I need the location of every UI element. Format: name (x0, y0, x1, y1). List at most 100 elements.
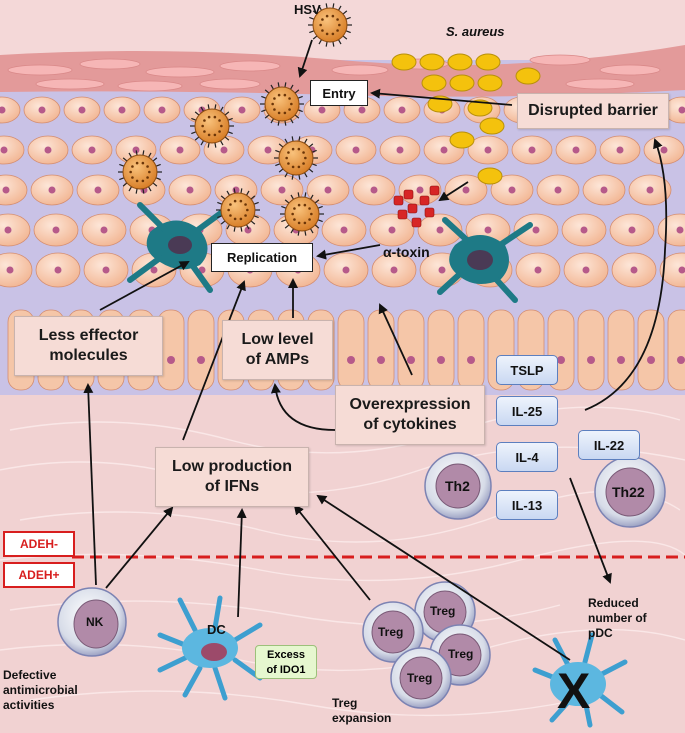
basal-nucleus (557, 356, 565, 364)
hsv-label: HSV (294, 2, 321, 17)
keratinocyte-nucleus (572, 146, 580, 154)
keratinocyte-nucleus (324, 186, 332, 194)
arrows (83, 39, 668, 661)
arrow-overexp-alpha (378, 303, 413, 376)
keratinocyte-nucleus (176, 146, 184, 154)
arrow-pdc-ifn (316, 494, 571, 661)
keratinocyte-nucleus (44, 146, 52, 154)
alpha-toxin-label: α-toxin (383, 244, 430, 260)
basal-nucleus (467, 356, 475, 364)
keratinocyte-nucleus (0, 146, 8, 154)
keratinocyte-nucleus (342, 266, 350, 274)
keratinocyte-nucleus (102, 266, 110, 274)
low-ifn-box: Low production of IFNs (155, 447, 309, 507)
keratinocyte (0, 213, 31, 247)
keratinocyte-nucleus (264, 146, 272, 154)
arrow-less-effector-replication (99, 261, 190, 311)
pdc-x-mark: X (557, 663, 590, 719)
keratinocyte-nucleus (244, 226, 252, 234)
keratinocyte-nucleus (416, 186, 424, 194)
treg-label-1: Treg (430, 604, 456, 618)
keratinocyte-nucleus (94, 186, 102, 194)
excess-ido1-box: Excess of IDO1 (255, 645, 317, 679)
basal-cell (607, 309, 635, 391)
keratinocyte-nucleus (580, 226, 588, 234)
defective-line3: activities (3, 698, 55, 712)
th22-cell (594, 456, 666, 528)
overexpression-box: Overexpression of cytokines (335, 385, 485, 445)
hsv-virion (190, 104, 234, 148)
il22-badge: IL-22 (578, 430, 640, 460)
basal-nucleus (197, 356, 205, 364)
keratinocyte-nucleus (396, 146, 404, 154)
keratinocyte (659, 252, 685, 288)
low-ifn-line1: Low production (172, 458, 292, 475)
arrow-il25-barrier (584, 138, 668, 411)
hsv-virion (308, 3, 352, 47)
less-effector-line2: molecules (49, 347, 128, 364)
adeh-minus-label: ADEH- (3, 531, 75, 557)
keratinocyte-nucleus (582, 266, 590, 274)
il4-badge: IL-4 (496, 442, 558, 472)
keratinocyte-nucleus (440, 146, 448, 154)
keratinocyte-nucleus (436, 226, 444, 234)
basal-cell (577, 309, 605, 391)
arrow-saureus-toxin (438, 181, 469, 202)
treg-label-2: Treg (448, 647, 474, 661)
keratinocyte-nucleus (4, 226, 12, 234)
treg-label-3: Treg (378, 625, 404, 639)
keratinocyte-nucleus (534, 266, 542, 274)
keratinocyte-nucleus (678, 106, 685, 114)
keratinocyte-layer (0, 96, 685, 288)
low-ifn-line2: of IFNs (204, 478, 260, 495)
keratinocyte-nucleus (600, 186, 608, 194)
keratinocyte-nucleus (616, 146, 624, 154)
il25-badge: IL-25 (496, 396, 558, 426)
treg-cluster (362, 581, 491, 709)
defective-line2: antimicrobial (3, 683, 78, 697)
hsv-virion (280, 192, 324, 236)
arrow-barrier-entry (370, 88, 513, 106)
th22-label: Th22 (612, 484, 645, 500)
hsv-virions (118, 3, 352, 236)
basal-cell (457, 309, 485, 391)
keratinocyte-nucleus (676, 226, 684, 234)
keratinocyte-nucleus (150, 266, 158, 274)
hsv-virion (216, 188, 260, 232)
basal-cell (667, 309, 685, 391)
langerhans-cell-left (127, 202, 228, 293)
basal-cell (337, 309, 365, 391)
overexpression-line2: of cytokines (363, 416, 457, 433)
keratinocyte-nucleus (628, 226, 636, 234)
keratinocyte-nucleus (232, 186, 240, 194)
keratinocyte-nucleus (370, 186, 378, 194)
keratinocyte-nucleus (118, 106, 126, 114)
keratinocyte-nucleus (48, 186, 56, 194)
s-aureus-bacteria (391, 53, 541, 185)
basal-cell (637, 309, 665, 391)
keratinocyte-nucleus (220, 146, 228, 154)
arrow-hsv-entry (297, 39, 313, 78)
basal-nucleus (407, 356, 415, 364)
basal-nucleus (677, 356, 685, 364)
reduced-pdc-line1: Reduced (588, 596, 639, 610)
keratinocyte-nucleus (508, 186, 516, 194)
arrow-overexp-amps (270, 383, 336, 431)
keratinocyte-nucleus (52, 226, 60, 234)
il13-badge: IL-13 (496, 490, 558, 520)
basal-nucleus (167, 356, 175, 364)
th2-label: Th2 (445, 478, 470, 494)
keratinocyte-nucleus (132, 146, 140, 154)
nk-cell (57, 587, 127, 657)
basal-cell (187, 309, 215, 391)
treg-label-4: Treg (407, 671, 433, 685)
hsv-virion (274, 136, 318, 180)
arrow-treg-ifn (293, 504, 371, 601)
keratinocyte-nucleus (390, 266, 398, 274)
keratinocyte-nucleus (462, 186, 470, 194)
basal-cell (427, 309, 455, 391)
keratinocyte-nucleus (484, 146, 492, 154)
basal-nucleus (617, 356, 625, 364)
replication-box: Replication (211, 243, 313, 272)
